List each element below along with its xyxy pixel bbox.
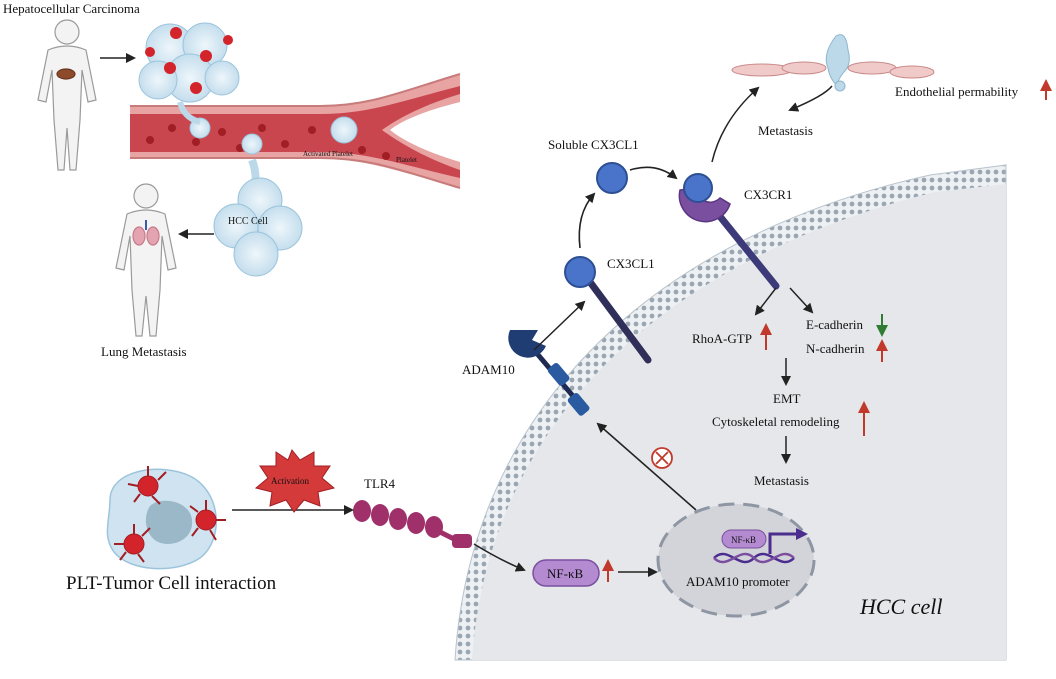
activation-starburst xyxy=(254,449,336,513)
platelet-icons xyxy=(114,466,226,563)
adam10-promoter-label: ADAM10 promoter xyxy=(686,574,790,589)
cx3cl1-label: CX3CL1 xyxy=(607,256,655,271)
endothelial-permeability-label: Endothelial permability xyxy=(895,84,1019,99)
nucleus xyxy=(656,502,816,618)
cx3cl1-membrane-ligand xyxy=(564,256,652,364)
adam10-label: ADAM10 xyxy=(462,362,515,377)
tlr4-receptor xyxy=(353,500,472,548)
endothelium xyxy=(731,34,935,92)
tlr4-label: TLR4 xyxy=(364,476,396,491)
adam10-enzyme xyxy=(508,330,590,416)
e-cadherin-label: E-cadherin xyxy=(806,317,864,332)
nf-kb-small-label: NF-κB xyxy=(731,535,756,545)
nf-kb-pill xyxy=(532,559,600,587)
hcc-cell-cluster xyxy=(213,158,303,277)
n-cadherin-label: N-cadherin xyxy=(806,341,865,356)
metastasis-top-label: Metastasis xyxy=(758,123,813,138)
nf-kb-label: NF-κB xyxy=(547,566,583,581)
cx3cr1-label: CX3CR1 xyxy=(744,187,792,202)
hcc-cell-small-label: HCC Cell xyxy=(228,216,268,227)
hcc-cell-label: HCC cell xyxy=(859,594,943,619)
rhoa-gtp-label: RhoA-GTP xyxy=(692,331,752,346)
emt-label: EMT xyxy=(773,391,801,406)
human-liver-figure xyxy=(37,19,97,171)
metastasis-bottom-label: Metastasis xyxy=(754,473,809,488)
hepatocellular-carcinoma-label: Hepatocellular Carcinoma xyxy=(3,1,140,16)
cytoskeletal-remodeling-label: Cytoskeletal remodeling xyxy=(712,414,840,429)
inhibitor-icon xyxy=(651,447,673,469)
soluble-cx3cl1-label: Soluble CX3CL1 xyxy=(548,137,639,152)
soluble-cx3cl1-ligand xyxy=(596,162,628,194)
hcc-illustration: Activated Platelet Platelet HCC Cell xyxy=(37,19,461,337)
plt-tumor-interaction-label: PLT-Tumor Cell interaction xyxy=(66,573,277,594)
platelet-label: Platelet xyxy=(396,156,417,164)
hcc-cell xyxy=(454,164,1007,661)
activated-platelet-label: Activated Platelet xyxy=(303,150,353,158)
lung-metastasis-label: Lung Metastasis xyxy=(101,344,187,359)
cx3cr1-receptor xyxy=(678,173,780,290)
activation-label: Activation xyxy=(271,476,309,486)
blood-vessel xyxy=(130,73,461,189)
human-lung-figure xyxy=(115,183,177,337)
tumor-cluster-top xyxy=(138,22,240,103)
